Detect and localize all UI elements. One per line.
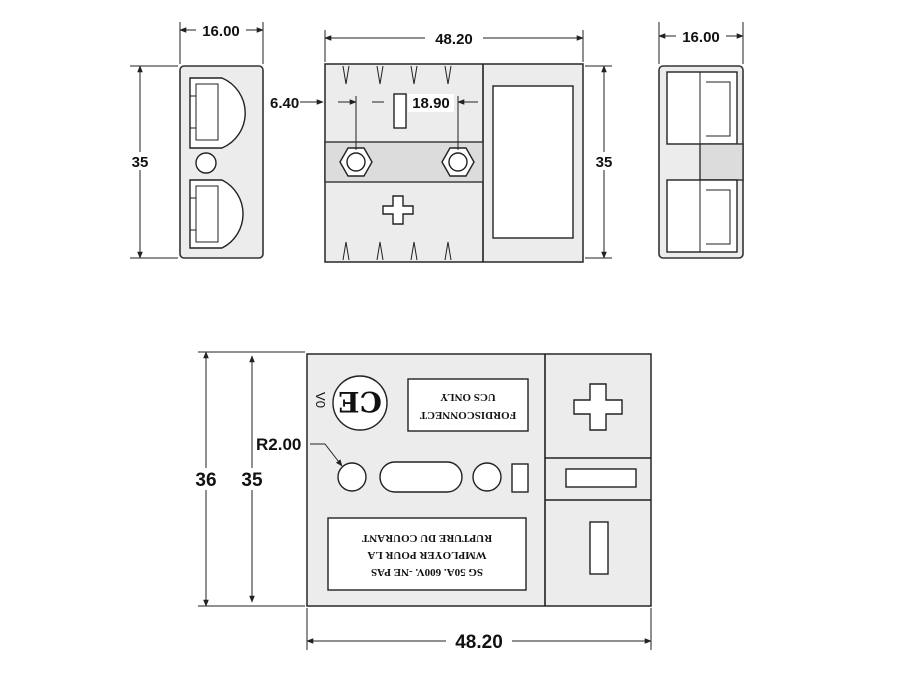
bottom-view: CE V0 FORDISCONNECT UCS ONLY SG 50A. 600… xyxy=(192,351,652,653)
brand-label xyxy=(407,378,529,432)
oblong-hole xyxy=(379,461,463,493)
dim-hole-spacing: 18.90 xyxy=(412,95,450,112)
dim-left-height: 35 xyxy=(132,154,149,171)
mounting-hole xyxy=(195,152,217,174)
warning-line2: WMPLOYER POUR LA xyxy=(367,549,486,561)
dim-left-width: 16.00 xyxy=(202,23,240,40)
lower-cavity xyxy=(189,179,244,249)
warning-line1: SG 50A. 600V. -NE PAS xyxy=(371,566,483,578)
dim-top-width: 48.20 xyxy=(435,31,473,48)
mounting-hole-right xyxy=(472,462,502,492)
dim-bottom-width: 48.20 xyxy=(455,632,503,653)
dim-right-width: 16.00 xyxy=(682,29,720,46)
dim-bottom-inner-height: 35 xyxy=(241,470,263,491)
right-lower-cavity xyxy=(666,179,738,253)
top-view: 6.40 18.90 48.20 35 xyxy=(270,30,616,263)
dim-radius: R2.00 xyxy=(256,435,301,454)
dim-offset: 6.40 xyxy=(270,95,299,112)
bottom-bar-symbol xyxy=(589,521,609,575)
small-mark: V0 xyxy=(313,392,328,408)
top-window xyxy=(492,85,574,239)
small-slot xyxy=(511,463,529,493)
brand-line2: UCS ONLY xyxy=(440,391,496,403)
left-side-view: 16.00 35 xyxy=(128,22,264,259)
bottom-plus-symbol xyxy=(573,383,623,431)
ce-mark-circle xyxy=(332,375,388,431)
right-side-view: 16.00 xyxy=(658,22,744,259)
brand-line1: FORDISCONNECT xyxy=(419,409,516,421)
warning-line3: RUPTURE DU COURANT xyxy=(361,532,492,544)
dim-bottom-outer-height: 36 xyxy=(195,470,216,491)
top-slot xyxy=(393,93,407,129)
ce-mark: CE xyxy=(338,385,382,418)
dim-top-height: 35 xyxy=(596,154,613,171)
bottom-minus-symbol xyxy=(565,468,637,488)
right-upper-cavity xyxy=(666,71,738,145)
right-center-block xyxy=(699,143,744,181)
plus-symbol xyxy=(382,195,414,225)
warning-label xyxy=(327,517,527,591)
mounting-hole-left xyxy=(337,462,367,492)
